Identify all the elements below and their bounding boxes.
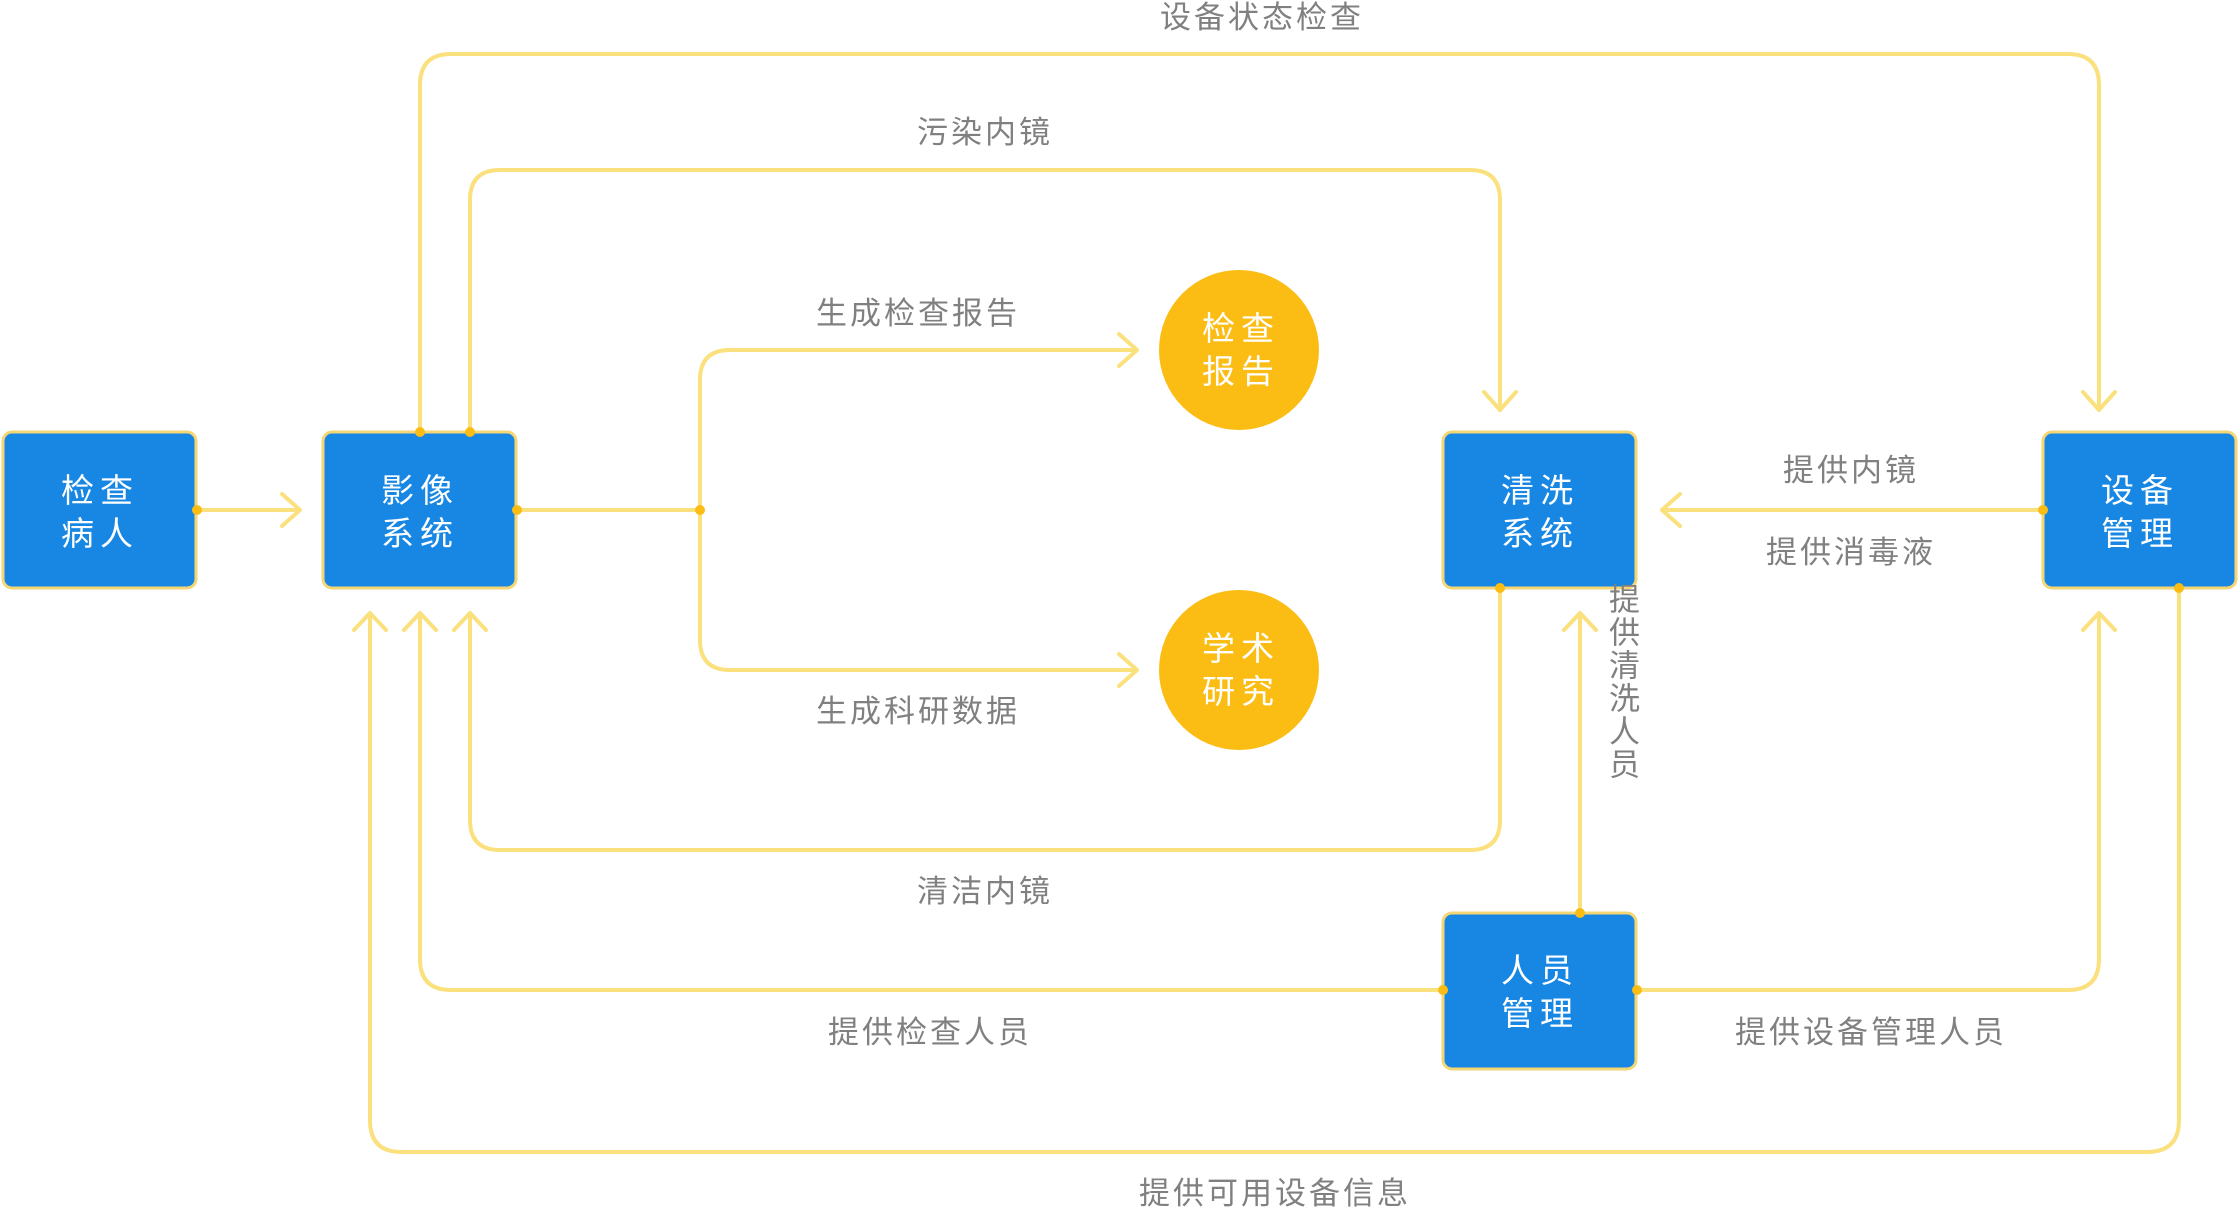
connector-dot [1575, 908, 1585, 918]
connector-dot [695, 505, 705, 515]
node-patient: 检查 病人 [1, 430, 198, 590]
arrowhead-right [1117, 332, 1139, 368]
node-research-line2: 研究 [1202, 672, 1280, 711]
connector-dot [2038, 505, 2048, 515]
arrowhead-up [352, 611, 388, 632]
node-personnel-line1: 人员 [1501, 951, 1579, 990]
label-provide-equipment-staff: 提供设备管理人员 [1735, 1015, 2007, 1051]
arrowhead-right [280, 492, 302, 528]
node-equipment-management: 设备 管理 [2041, 430, 2238, 590]
arrowhead-down [1482, 390, 1518, 412]
node-personnel-line2: 管理 [1501, 994, 1579, 1033]
connector-dot [192, 505, 202, 515]
node-imaging-system: 影像 系统 [321, 430, 518, 590]
label-provide-equipment-info: 提供可用设备信息 [1139, 1176, 1411, 1208]
node-cleaning-line1: 清洗 [1501, 471, 1579, 510]
arrowhead-up [452, 611, 488, 632]
label-generate-report: 生成检查报告 [816, 296, 1020, 332]
node-cleaning-system: 清洗 系统 [1441, 430, 1638, 590]
node-imaging-line2: 系统 [381, 514, 459, 553]
node-patient-line2: 病人 [61, 514, 139, 553]
connector-clean-scope [468, 586, 1502, 852]
connector-dot [512, 505, 522, 515]
label-clean-scope: 清洁内镜 [917, 874, 1053, 910]
node-academic-research: 学术 研究 [1159, 590, 1319, 750]
label-provide-cleaning-staff: 提供清洗人员 [1603, 583, 1640, 781]
connector-personnel-to-equipment [1635, 613, 2101, 992]
connector-dirty-scope [468, 168, 1502, 434]
connector-dot [465, 427, 475, 437]
connector-equipment-info [368, 586, 2181, 1154]
label-equipment-check: 设备状态检查 [1160, 0, 1364, 36]
connector-equipment-check [418, 52, 2101, 434]
label-dirty-scope: 污染内镜 [917, 115, 1053, 151]
connector-dot [2174, 583, 2184, 593]
node-patient-line1: 检查 [61, 471, 139, 510]
arrowhead-down [2081, 390, 2117, 412]
node-imaging-line1: 影像 [381, 471, 459, 510]
connector-personnel-to-imaging [418, 613, 1445, 992]
node-exam-report: 检查 报告 [1159, 270, 1319, 430]
arrowhead-up [402, 611, 438, 632]
connector-to-report [698, 348, 1137, 512]
connector-dot [415, 427, 425, 437]
node-research-line1: 学术 [1202, 629, 1280, 668]
label-provide-disinfectant: 提供消毒液 [1766, 535, 1936, 571]
connector-dot [1495, 583, 1505, 593]
connector-dot [1632, 985, 1642, 995]
arrowhead-up [1562, 611, 1598, 632]
node-equipment-line2: 管理 [2101, 514, 2179, 553]
node-report-line2: 报告 [1202, 352, 1280, 391]
label-provide-scope: 提供内镜 [1783, 453, 1919, 489]
node-equipment-line1: 设备 [2101, 471, 2179, 510]
label-generate-research: 生成科研数据 [816, 694, 1020, 730]
connector-dot [1438, 985, 1448, 995]
node-report-line1: 检查 [1202, 309, 1280, 348]
arrowhead-up [2081, 611, 2117, 632]
node-personnel-management: 人员 管理 [1441, 911, 1638, 1071]
arrowhead-left [1660, 492, 1682, 528]
arrowhead-right [1117, 652, 1139, 688]
node-cleaning-line2: 系统 [1501, 514, 1579, 553]
connector-to-research [698, 508, 1137, 672]
label-provide-exam-staff: 提供检查人员 [828, 1015, 1032, 1051]
